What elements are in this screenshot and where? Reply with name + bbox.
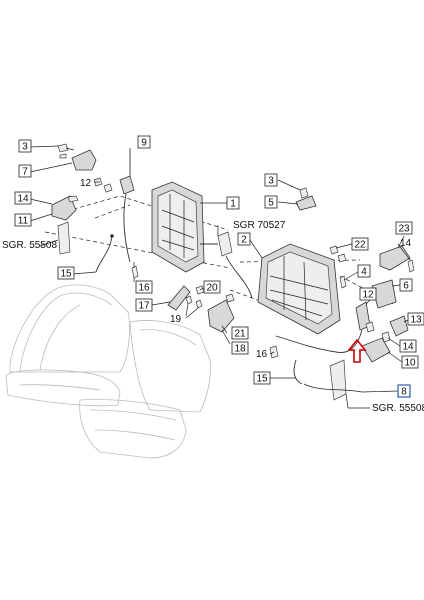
callout-label: 17 <box>138 301 150 312</box>
sgr-ref-mid: SGR 70527 <box>233 220 286 231</box>
callout-label: 3 <box>268 176 274 187</box>
leader-lines <box>29 145 411 409</box>
callout-label: 15 <box>60 269 72 280</box>
sgr-ref-left: SGR. 55508 <box>2 240 57 251</box>
seat-ghost-outline <box>5 284 211 459</box>
callout-label: 2 <box>241 235 247 246</box>
callout-label: 13 <box>410 315 422 326</box>
callout-label: 21 <box>234 329 246 340</box>
right-small-parts <box>275 187 415 401</box>
callout-label: 15 <box>256 374 268 385</box>
backrest-frame-right <box>257 243 341 335</box>
callout-label: 12 <box>80 178 92 189</box>
callout-label: 22 <box>354 240 366 251</box>
sgr-ref-right: SGR. 55508 <box>372 403 424 414</box>
left-small-parts <box>51 143 303 385</box>
callout-labels: 3 7 12 14 11 9 1 15 16 17 20 19 21 18 3 … <box>14 135 424 398</box>
callout-label: 11 <box>18 216 29 227</box>
callout-label: 9 <box>141 138 147 149</box>
callout-label: 14 <box>400 238 412 249</box>
callout-label: 14 <box>402 342 414 353</box>
callout-label: 6 <box>403 281 409 292</box>
highlight-arrow <box>347 338 367 363</box>
reference-labels: SGR. 55508 SGR 70527 SGR. 55508 <box>2 220 424 414</box>
callout-label: 16 <box>138 283 150 294</box>
callout-label: 1 <box>230 199 236 210</box>
callout-label: 16 <box>256 349 268 360</box>
backrest-frame-left <box>151 181 205 273</box>
callout-label: 18 <box>234 344 246 355</box>
callout-label: 5 <box>268 198 274 209</box>
callout-label: 4 <box>361 267 367 278</box>
callout-label: 14 <box>17 194 29 205</box>
callout-label: 12 <box>362 290 374 301</box>
callout-label: 3 <box>22 142 28 153</box>
callout-label: 23 <box>398 224 410 235</box>
callout-label: 10 <box>404 358 416 369</box>
callout-label: 7 <box>22 167 28 178</box>
callout-label: 19 <box>170 314 182 325</box>
callout-label: 20 <box>206 283 218 294</box>
callout-label: 8 <box>401 387 407 398</box>
